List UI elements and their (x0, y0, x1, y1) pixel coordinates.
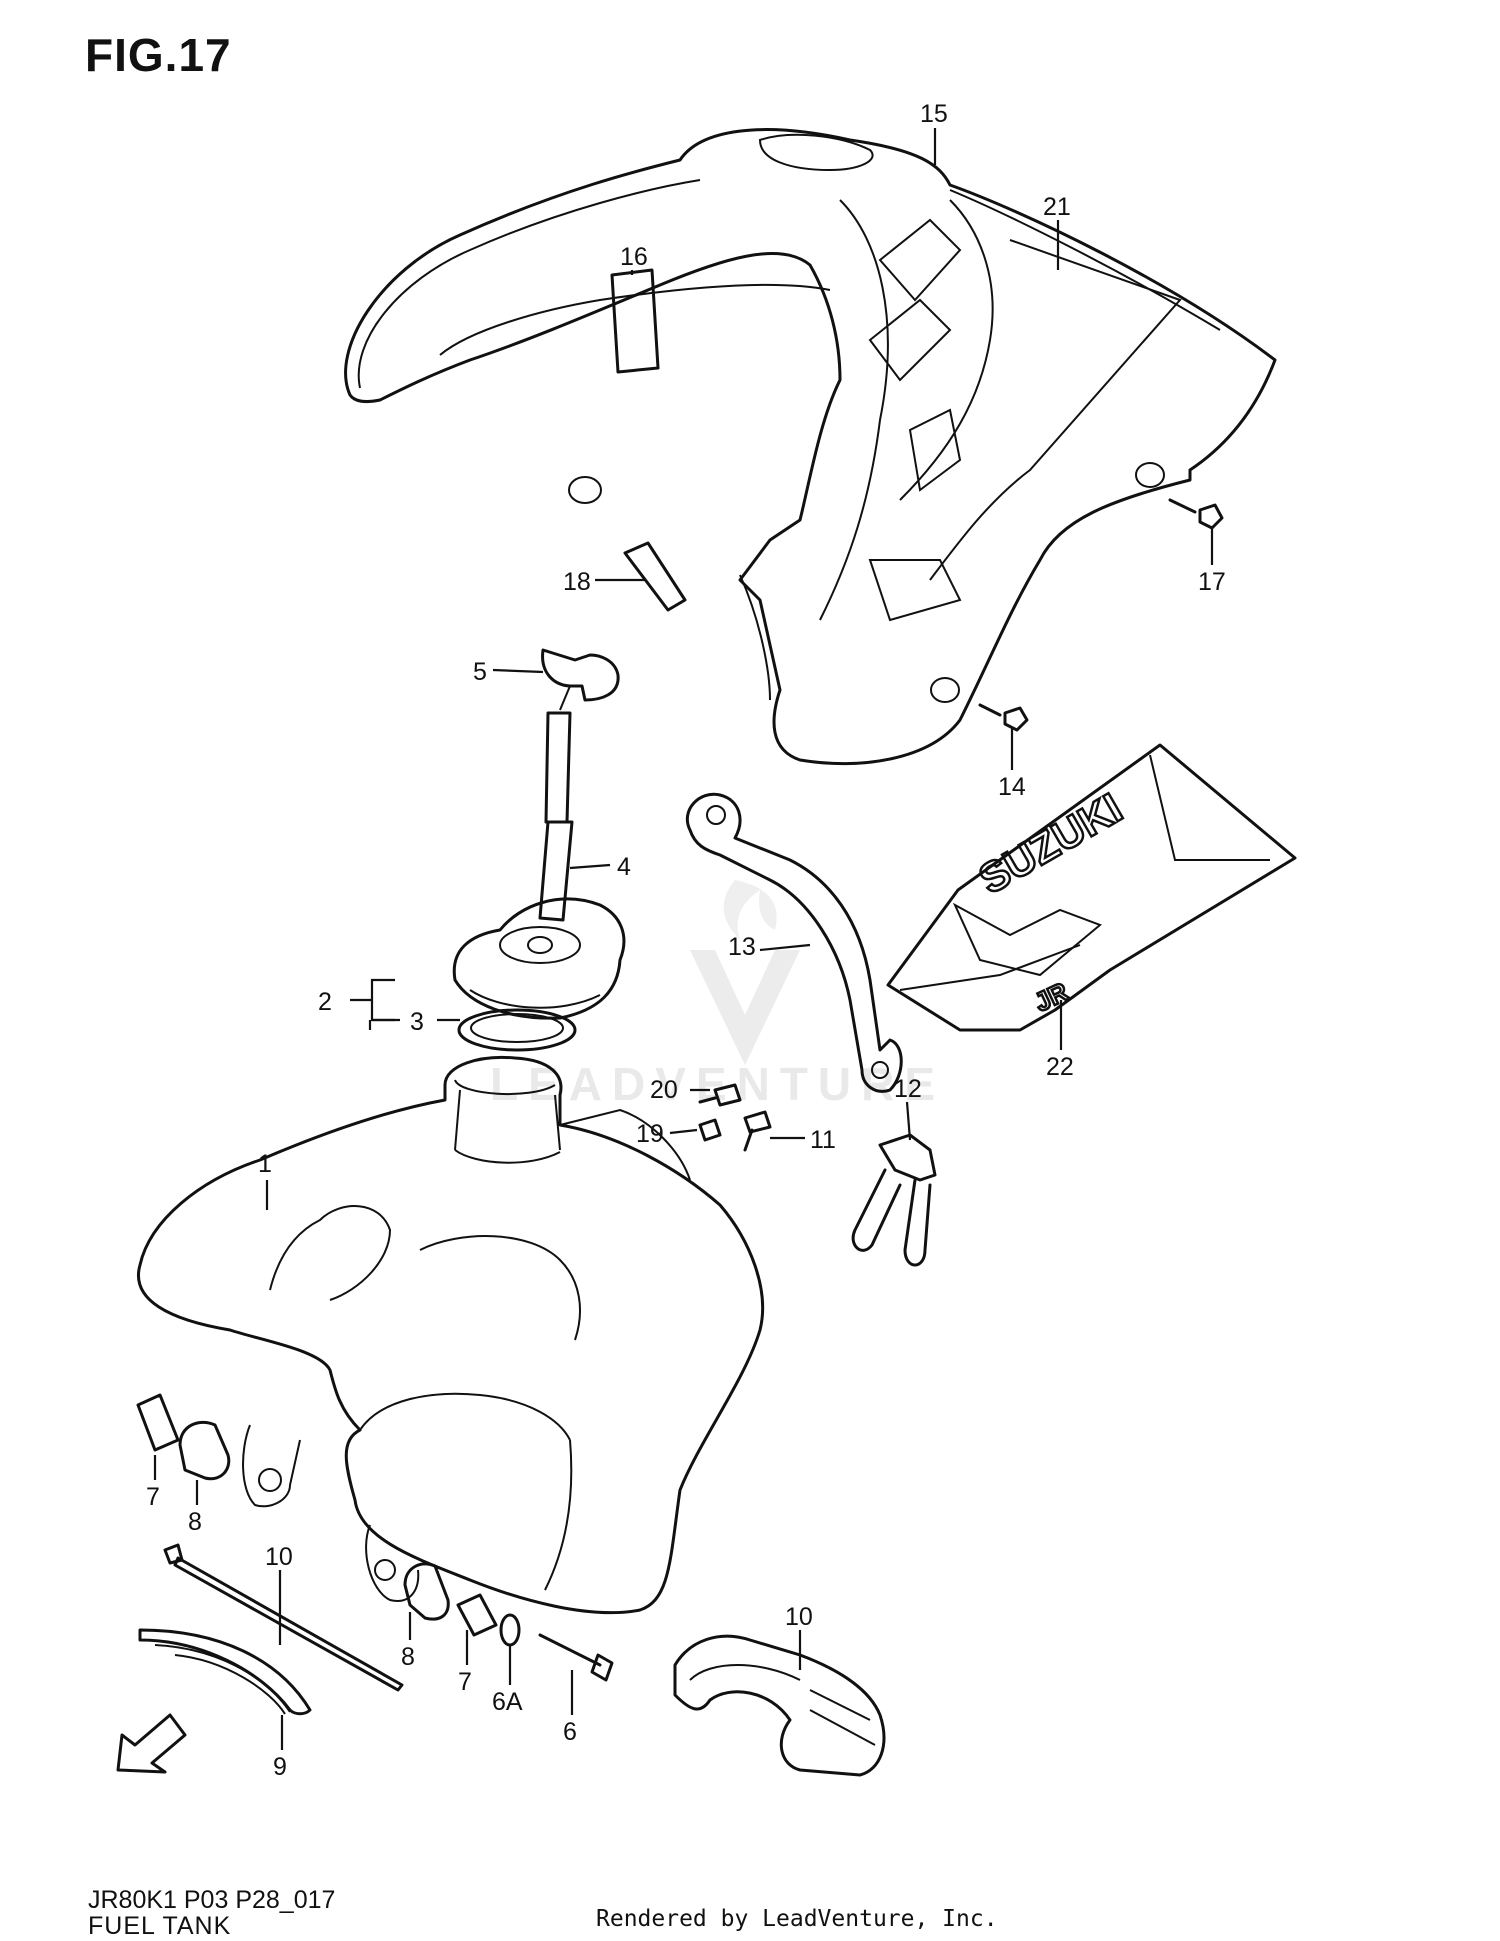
hose-clamp (541, 648, 620, 711)
forward-direction-arrow: FWD (116, 1713, 187, 1774)
callout-17: 16 (620, 243, 648, 271)
callout-3: 3 (410, 1008, 424, 1036)
washer-6a (499, 1613, 521, 1647)
callout-1: 1 (258, 1150, 272, 1178)
diagram-name: FUEL TANK (88, 1912, 232, 1940)
callout-8-lower: 8 (401, 1643, 415, 1671)
fuel-cap-gasket (457, 1008, 577, 1052)
diagram-code: JR80K1 P03 P28_017 (88, 1886, 336, 1914)
callout-7-upper: 7 (146, 1483, 160, 1511)
tank-shroud (344, 128, 1277, 766)
callout-12: 11 (810, 1126, 836, 1154)
bolt-21 (698, 1083, 742, 1107)
callout-10: 10 (785, 1603, 813, 1631)
callout-8-upper: 8 (188, 1508, 202, 1536)
shroud-screw-18 (1168, 498, 1224, 530)
tank-strap (851, 1133, 937, 1267)
callout-6a: 6A (492, 1688, 523, 1716)
callout-16: 15 (920, 100, 948, 128)
rear-cushion (673, 1634, 886, 1777)
callout-7-lower: 7 (458, 1668, 472, 1696)
suzuki-side-decal: SUZUKI JR (886, 743, 1297, 1032)
figure-title: FIG.17 (85, 29, 232, 81)
breather-hose (538, 711, 574, 922)
callout-13: 12 (894, 1075, 922, 1103)
grommet-8-lower (403, 1562, 450, 1621)
jr-model-text: JR (1030, 976, 1073, 1017)
callout-23: 22 (1046, 1053, 1074, 1081)
callout-4: 4 (617, 853, 631, 881)
callout-22: 21 (1043, 193, 1071, 221)
caution-label (610, 268, 660, 374)
callout-5: 5 (473, 658, 487, 686)
callout-11: 10 (265, 1543, 293, 1571)
bolt-12 (743, 1110, 772, 1152)
callout-19: 18 (563, 568, 591, 596)
callout-18: 17 (1198, 568, 1226, 596)
callout-2: 2 (318, 988, 332, 1016)
cushion-strip (138, 1628, 312, 1716)
callout-6: 6 (563, 1718, 577, 1746)
leader-lines (153, 128, 1214, 1750)
callout-21: 20 (650, 1076, 678, 1104)
callout-15: 14 (998, 773, 1026, 801)
tank-bracket (685, 792, 903, 1093)
tank-bolt-6 (538, 1633, 614, 1682)
cushion-7-lower (456, 1593, 498, 1637)
callout-20: 19 (636, 1120, 664, 1148)
rendered-by-credit: Rendered by LeadVenture, Inc. (596, 1906, 998, 1932)
suzuki-brand-text: SUZUKI (971, 784, 1130, 903)
fuel-tank (137, 1055, 765, 1615)
shroud-pad (623, 541, 687, 612)
collar-20 (698, 1118, 722, 1142)
shroud-screw-15 (978, 703, 1029, 732)
callout-labels: 15 21 16 17 14 18 5 4 2 3 13 22 12 20 19… (146, 100, 1226, 1781)
cushion-7-upper (136, 1393, 180, 1452)
fuel-cap (452, 897, 626, 1020)
callout-9: 9 (273, 1753, 287, 1781)
grommet-8-upper (178, 1420, 231, 1481)
callout-14: 13 (728, 933, 756, 961)
cable-tie (163, 1543, 404, 1692)
watermark: LEADVENTURE (490, 880, 935, 1110)
